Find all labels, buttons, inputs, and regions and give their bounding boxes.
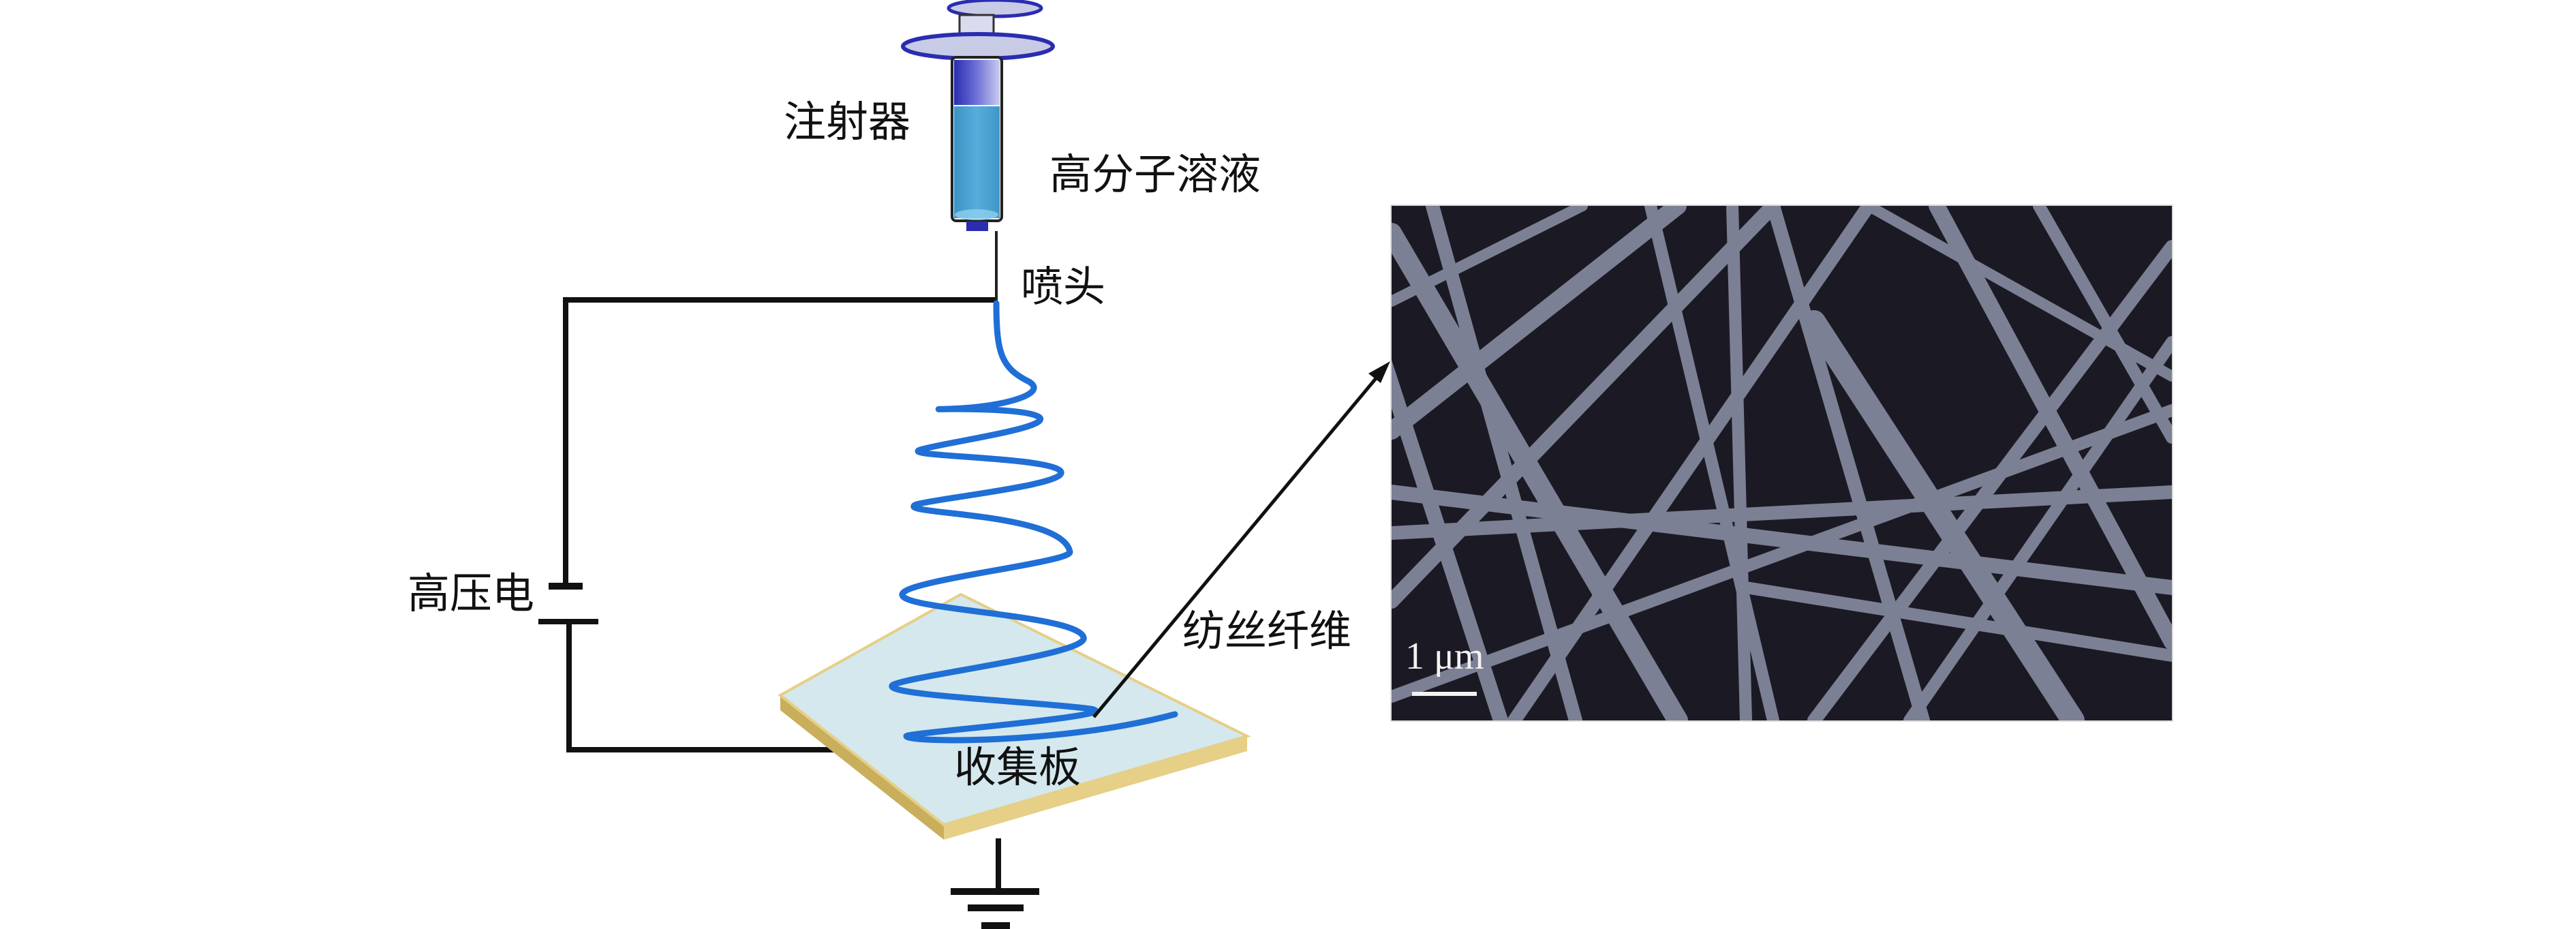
scale-bar-label: 1 μm — [1405, 635, 1484, 677]
syringe-icon — [901, 0, 1055, 303]
collector-label: 收集板 — [954, 742, 1082, 792]
nozzle-label: 喷头 — [1021, 262, 1106, 311]
polymer-solution-label: 高分子溶液 — [1049, 149, 1261, 199]
pointer-arrow — [1092, 361, 1390, 718]
ground-icon — [951, 838, 1039, 929]
collector-plate — [778, 592, 1251, 840]
nanofiber-network — [1392, 206, 2172, 720]
fiber-jet — [889, 300, 1178, 744]
bottom-wire — [566, 622, 852, 752]
high-voltage-label: 高压电 — [408, 568, 535, 618]
syringe-label: 注射器 — [784, 97, 911, 147]
circuit-wires — [538, 297, 996, 752]
spun-fiber-label: 纺丝纤维 — [1182, 606, 1352, 656]
scale-bar — [1412, 692, 1477, 696]
sem-micrograph: 1 μm — [1390, 204, 2173, 722]
top-wire — [563, 297, 996, 586]
